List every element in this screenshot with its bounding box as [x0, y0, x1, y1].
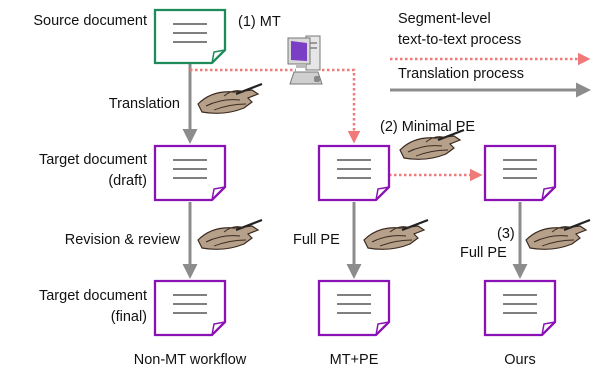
- source-document-label: Source document: [33, 13, 147, 29]
- column-label-ours: Ours: [504, 352, 536, 368]
- target-draft-label-line1: Target document: [38, 152, 147, 168]
- hand-writing-icon: [524, 218, 592, 251]
- target-final-label-line1: Target document: [38, 288, 147, 304]
- ours-final-document: [483, 279, 557, 337]
- target-final-label-line2: (final): [110, 309, 147, 325]
- mt-step-label: (1) MT: [238, 14, 281, 30]
- legend-segment-line2: text-to-text process: [398, 32, 522, 48]
- source-document: [153, 8, 227, 65]
- hand-writing-icon: [196, 218, 264, 251]
- minimal-pe-label: (2) Minimal PE: [380, 119, 476, 135]
- translation-process-arrows: [182, 62, 528, 279]
- step3-full-pe-label: Full PE: [460, 245, 507, 261]
- mtpe-draft-document: [317, 144, 391, 202]
- revision-review-label: Revision & review: [64, 232, 180, 248]
- segment-level-arrows: [190, 68, 483, 182]
- hand-writing-icon: [196, 82, 264, 115]
- target-draft-label-line2: (draft): [108, 173, 147, 189]
- column-label-non-mt: Non-MT workflow: [133, 352, 247, 368]
- translation-label: Translation: [108, 96, 180, 112]
- target-final-document: [153, 279, 227, 337]
- computer-icon: [287, 35, 323, 85]
- ours-draft-document: [483, 144, 557, 202]
- legend-segment-line1: Segment-level: [398, 11, 491, 27]
- hand-writing-icon: [362, 218, 430, 251]
- arrow-mt-to-mtpe-draft: [322, 68, 361, 144]
- step3-number-label: (3): [497, 226, 515, 242]
- column-label-mt-pe: MT+PE: [329, 352, 379, 368]
- legend: [390, 52, 591, 98]
- full-pe-label: Full PE: [293, 232, 340, 248]
- target-draft-document: [153, 144, 227, 202]
- mtpe-final-document: [317, 279, 391, 337]
- legend-translation-process: Translation process: [398, 66, 524, 82]
